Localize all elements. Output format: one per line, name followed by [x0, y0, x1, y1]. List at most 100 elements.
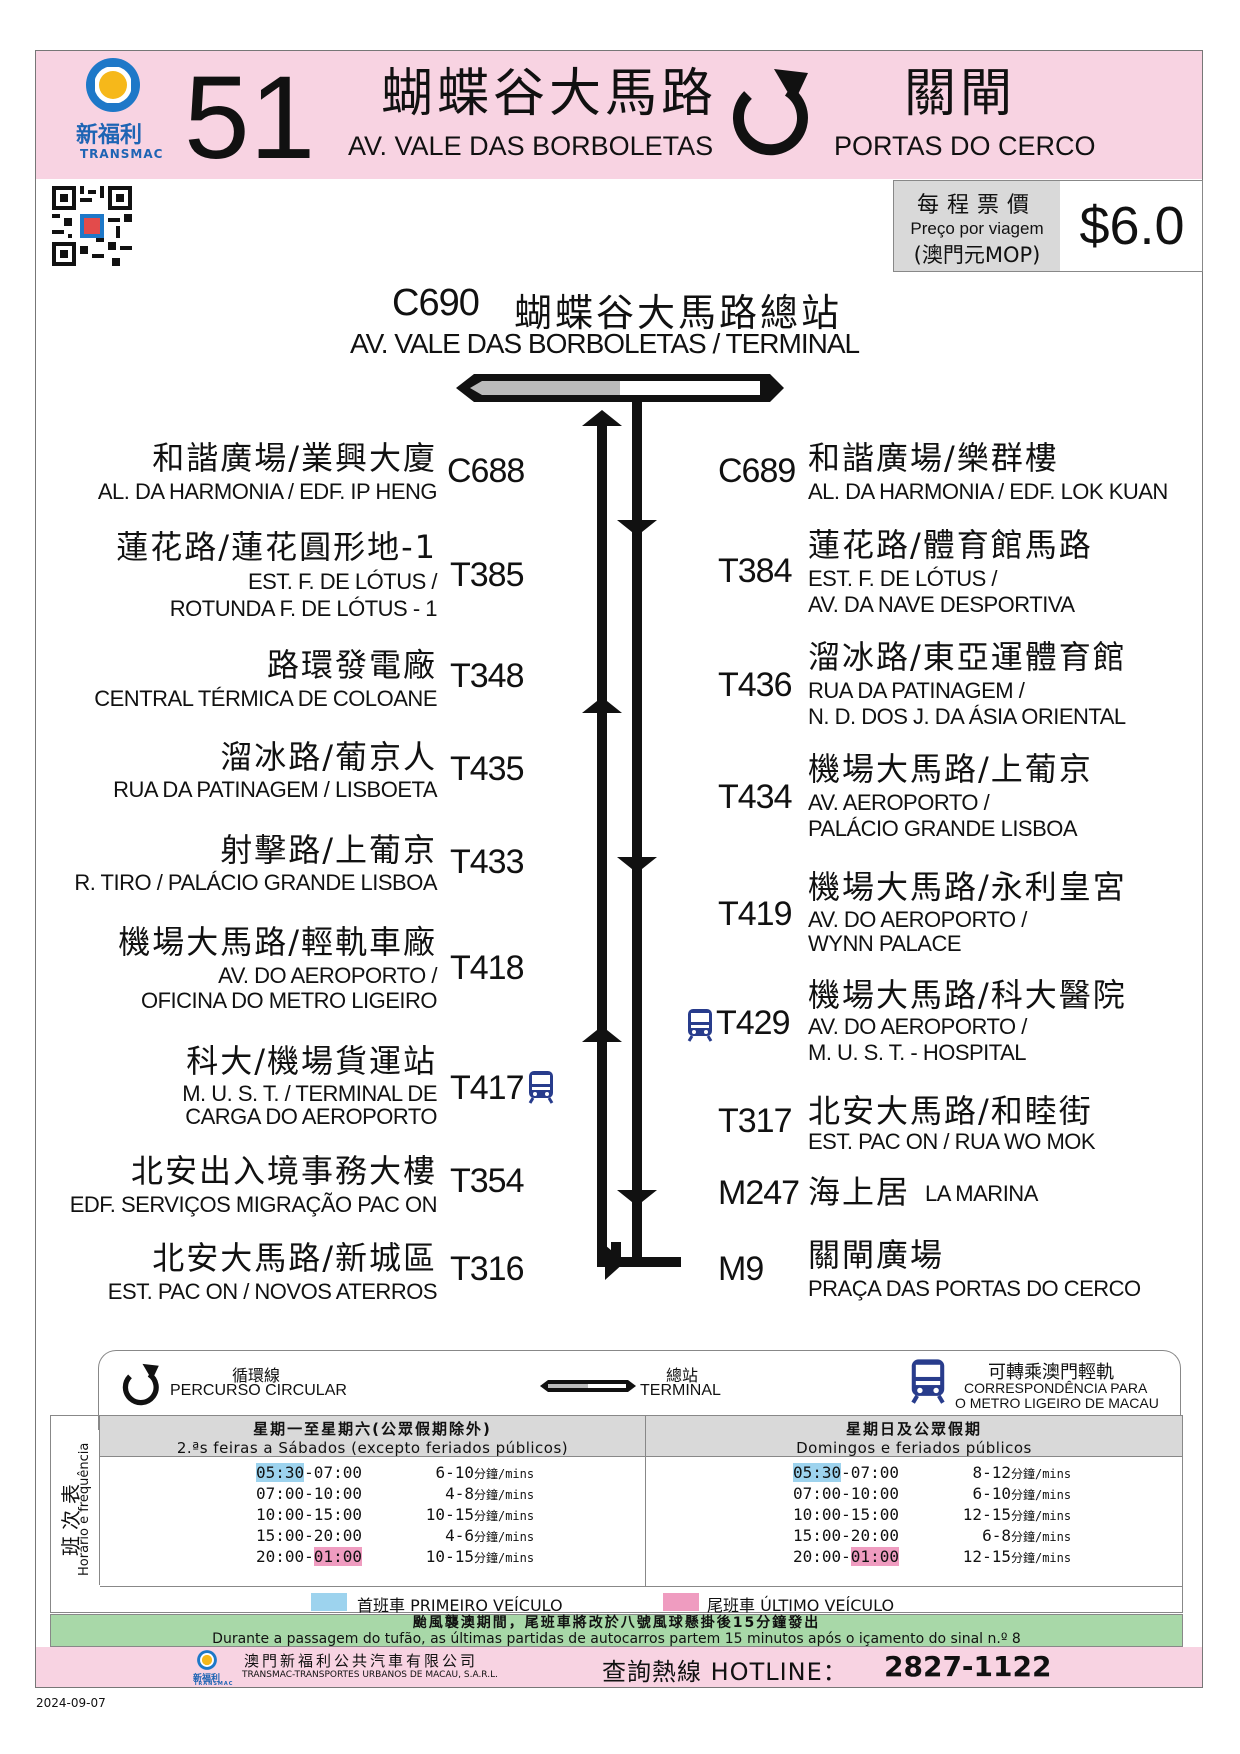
stop-code: C688 [447, 452, 525, 490]
time-end: -07:00 [841, 1463, 899, 1482]
frequency: 10-15 [425, 1547, 474, 1566]
lrt-transfer-icon [687, 1009, 713, 1042]
publish-date: 2024-09-07 [36, 1696, 106, 1710]
fare-label-pt: Preço por viagem [910, 219, 1044, 238]
stop-pt: N. D. DOS J. DA ÁSIA ORIENTAL [808, 704, 1126, 729]
time-end: -15:00 [841, 1505, 899, 1524]
page-frame [35, 50, 1203, 1688]
stop-cn: 蓮花路/體育館馬路 [808, 526, 1093, 564]
stop-pt: RUA DA PATINAGEM / [808, 678, 1025, 703]
origin-pt: AV. VALE DAS BORBOLETAS [348, 131, 714, 161]
brand-name-en: TRANSMAC [80, 147, 164, 161]
stop-cn: 蓮花路/蓮花圓形地-1 [116, 528, 437, 566]
time-start: 20:00- [256, 1547, 314, 1566]
legend-lrt-pt2: O METRO LIGEIRO DE MACAU [955, 1395, 1159, 1411]
frequency-unit: 分鐘/mins [1010, 1467, 1072, 1481]
first-bus-key: 首班車 PRIMEIRO VEÍCULO [357, 1596, 563, 1615]
first-bus-swatch [311, 1593, 347, 1611]
stop-pt: AL. DA HARMONIA / EDF. LOK KUAN [808, 479, 1168, 504]
stop-code: T384 [718, 552, 792, 590]
stop-code: T434 [718, 778, 792, 816]
legend-circular-pt: PERCURSO CIRCULAR [170, 1382, 347, 1399]
frequency-unit: 分鐘/mins [473, 1551, 535, 1565]
stop-pt: OFICINA DO METRO LIGEIRO [140, 988, 438, 1013]
legend-lrt-cn: 可轉乘澳門輕軌 [988, 1362, 1114, 1383]
stop-cn: 機場大馬路/科大醫院 [808, 976, 1127, 1014]
stop-code: T348 [450, 657, 524, 695]
stop-pt: AV. DA NAVE DESPORTIVA [808, 592, 1075, 617]
last-bus-time: 01:00 [313, 1547, 362, 1566]
fare-label-cn: 每程票價 [916, 193, 1037, 218]
terminal-name-pt: AV. VALE DAS BORBOLETAS / TERMINAL [350, 328, 860, 359]
typhoon-notice: 颱風襲澳期間，尾班車將改於八號風球懸掛後15分鐘發出 Durante a pas… [50, 1614, 1183, 1647]
frequency-unit: 分鐘/mins [473, 1530, 535, 1544]
stop-code: T419 [718, 895, 792, 933]
frequency-unit: 分鐘/mins [1010, 1551, 1072, 1565]
stop-cn: 機場大馬路/永利皇宮 [808, 868, 1127, 906]
stop-code: T385 [450, 556, 524, 594]
fare-value: $6.0 [1079, 196, 1185, 256]
frequency: 6-10 [972, 1484, 1011, 1503]
timetable-side-label: 班次表 Horário e frequência [51, 1416, 100, 1585]
frequency: 10-15 [425, 1505, 474, 1524]
time-end: -20:00 [841, 1526, 899, 1545]
first-bus-time: 05:30 [256, 1463, 305, 1482]
stop-pt: RUA DA PATINAGEM / LISBOETA [113, 777, 437, 802]
stop-code: T316 [450, 1250, 524, 1288]
stop-pt: CENTRAL TÉRMICA DE COLOANE [94, 686, 437, 711]
frequency: 12-15 [962, 1547, 1011, 1566]
stop-pt: M. U. S. T. / TERMINAL DE [182, 1081, 437, 1106]
schedule-row: 20:00-01:00 10-15分鐘/mins [256, 1546, 534, 1567]
route-line-diagram [456, 374, 784, 1280]
stop-pt: AV. DO AEROPORTO / [808, 907, 1027, 932]
stop-cn: 關閘廣場 [808, 1236, 945, 1274]
stop-pt: EST. PAC ON / RUA WO MOK [808, 1129, 1096, 1154]
stop-cn: 路環發電廠 [266, 646, 437, 684]
stop-cn: 北安出入境事務大樓 [130, 1152, 437, 1190]
stop-pt: EST. F. DE LÓTUS / [247, 569, 438, 594]
last-bus-swatch [663, 1593, 699, 1611]
stop-pt: M. U. S. T. - HOSPITAL [808, 1040, 1027, 1065]
frequency-unit: 分鐘/mins [1010, 1488, 1072, 1502]
stop-pt: AV. AEROPORTO / [808, 790, 990, 815]
lrt-transfer-icon [528, 1071, 554, 1104]
terminal-name-cn: 蝴蝶谷大馬路總站 [514, 291, 843, 335]
lrt-transfer-icon [911, 1359, 945, 1404]
stop-cn: 和諧廣場/業興大廈 [152, 439, 437, 477]
stop-cn: 海上居 [808, 1173, 911, 1211]
holiday-title-pt: Domingos e feriados públicos [796, 1439, 1032, 1457]
frequency: 4-8 [445, 1484, 474, 1503]
frequency-unit: 分鐘/mins [473, 1488, 535, 1502]
stop-code: T418 [450, 949, 524, 987]
stop-code: M9 [718, 1250, 764, 1288]
stop-code: T429 [716, 1004, 790, 1042]
stop-pt: PALÁCIO GRANDE LISBOA [808, 816, 1078, 841]
stop-cn: 和諧廣場/樂群樓 [808, 439, 1059, 477]
circular-route-icon [733, 69, 808, 156]
fare-label: 每程票價 Preço por viagem (澳門元MOP) [894, 181, 1060, 271]
stop-cn: 射擊路/上葡京 [220, 831, 437, 869]
stop-cn: 科大/機場貨運站 [186, 1042, 437, 1080]
typhoon-notice-pt: Durante a passagem do tufão, as últimas … [212, 1631, 1021, 1647]
hotline-number: 2827-1122 [884, 1650, 1052, 1683]
weekday-title-pt: 2.ªs feiras a Sábados (excepto feriados … [176, 1439, 569, 1457]
time-end: -07:00 [304, 1463, 362, 1482]
stop-pt: EST. PAC ON / NOVOS ATERROS [107, 1279, 438, 1304]
stop-pt: ROTUNDA F. DE LÓTUS - 1 [169, 596, 438, 621]
stop-code: T433 [450, 843, 524, 881]
frequency-unit: 分鐘/mins [1010, 1530, 1072, 1544]
stop-pt: LA MARINA [925, 1181, 1038, 1206]
first-bus-time: 05:30 [793, 1463, 842, 1482]
legend-terminal-cn: 總站 [666, 1366, 699, 1385]
circular-route-icon [122, 1363, 159, 1406]
stop-pt: PRAÇA DAS PORTAS DO CERCO [808, 1276, 1141, 1301]
footer: 新福利 TRANSMAC 澳門新福利公共汽車有限公司 TRANSMAC-TRAN… [36, 1647, 1202, 1687]
